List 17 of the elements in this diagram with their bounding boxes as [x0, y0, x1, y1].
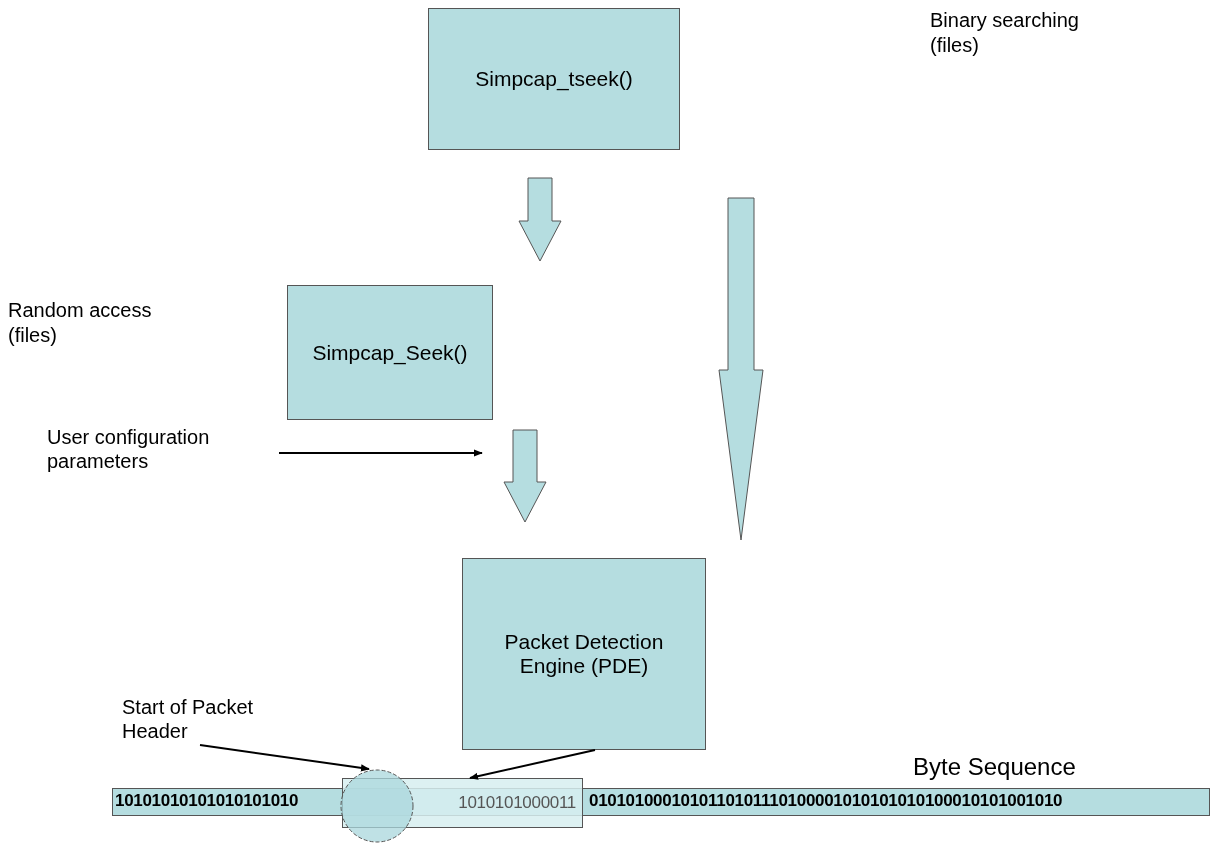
block-arrow	[503, 429, 547, 523]
annotation-text: Byte Sequence	[913, 752, 1077, 782]
block-arrow	[718, 197, 764, 541]
bit-string: 0101010001010110101110100001010101010100010101001010	[589, 791, 1063, 811]
block-arrow	[518, 177, 562, 262]
process-box: Packet Detection Engine (PDE)	[462, 558, 706, 750]
bit-string: 1010101000011	[458, 793, 576, 813]
bit-string: 10101010101010101010	[115, 791, 299, 811]
note-text: User configuration parameters	[47, 425, 279, 475]
annotation-text: Binary searching (files)	[930, 8, 1080, 58]
arrow	[469, 749, 596, 780]
arrow	[278, 449, 483, 457]
process-box: Simpcap_tseek()	[428, 8, 680, 150]
annotation-text: Random access (files)	[8, 298, 153, 348]
note-text: Start of Packet Header	[122, 695, 282, 745]
arrow	[199, 744, 370, 772]
process-box: Simpcap_Seek()	[287, 285, 493, 420]
